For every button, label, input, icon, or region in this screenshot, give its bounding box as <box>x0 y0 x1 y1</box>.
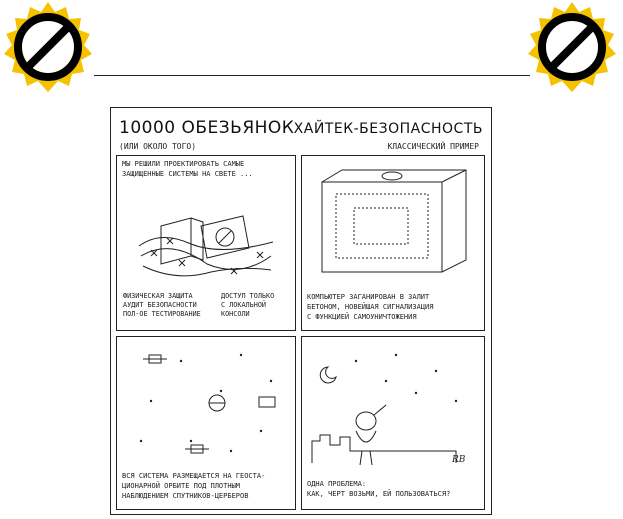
list-item: КОНСОЛИ <box>221 310 250 318</box>
panel-3: ВСЯ СИСТЕМА РАЗМЕЩАЕТСЯ НА ГЕОСТА- ЦИОНА… <box>116 336 296 510</box>
no-sign-icon <box>528 2 616 92</box>
person-looking-at-sky-illustration <box>311 353 458 466</box>
comic-subtitle: (ИЛИ ОКОЛО ТОГО) <box>119 142 197 151</box>
bullet-list-left: ФИЗИЧЕСКАЯ ЗАЩИТА АУДИТ БЕЗОПАСНОСТИ ПОЛ… <box>123 292 201 319</box>
no-sign-icon <box>4 2 92 92</box>
panel-caption: МЫ РЕШИЛИ ПРОЕКТИРОВАТЬ САМЫЕ ЗАЩИЩЕННЫЕ… <box>122 160 253 178</box>
server-with-barbed-wire-illustration <box>138 215 274 277</box>
panel-caption: КОМПЬЮТЕР ЗАГАНИРОВАН В ЗАЛИТ БЕТОНОМ, Н… <box>307 293 434 321</box>
list-item: ДОСТУП ТОЛЬКО <box>221 292 275 300</box>
panel-2: КОМПЬЮТЕР ЗАГАНИРОВАН В ЗАЛИТ БЕТОНОМ, Н… <box>301 155 485 331</box>
panel-caption: ОДНА ПРОБЛЕМА: КАК, ЧЕРТ ВОЗЬМИ, ЕЙ ПОЛЬ… <box>307 480 451 498</box>
panel-1: МЫ РЕШИЛИ ПРОЕКТИРОВАТЬ САМЫЕ ЗАЩИЩЕННЫЕ… <box>116 155 296 331</box>
comic-strip: 10000 ОБЕЗЬЯНОК ХАЙТЕК-БЕЗОПАСНОСТЬ (ИЛИ… <box>110 107 492 515</box>
list-item: ФИЗИЧЕСКАЯ ЗАЩИТА <box>123 292 193 300</box>
list-item: С ЛОКАЛЬНОЙ <box>221 301 267 309</box>
satellites-in-orbit-illustration <box>139 353 276 454</box>
comic-series-subtitle: КЛАССИЧЕСКИЙ ПРИМЕР <box>387 142 479 151</box>
comic-title: 10000 ОБЕЗЬЯНОК <box>119 118 295 138</box>
concrete-block-illustration <box>321 169 467 273</box>
bullet-list-right: ДОСТУП ТОЛЬКО С ЛОКАЛЬНОЙ КОНСОЛИ <box>221 292 274 319</box>
artist-signature: RB <box>452 455 466 465</box>
list-item: ПОЛ-ОЕ ТЕСТИРОВАНИЕ <box>123 310 201 318</box>
panel-caption: ВСЯ СИСТЕМА РАЗМЕЩАЕТСЯ НА ГЕОСТА- ЦИОНА… <box>122 472 266 500</box>
comic-series-title: ХАЙТЕК-БЕЗОПАСНОСТЬ <box>293 121 483 137</box>
panel-4: RB ОДНА ПРОБЛЕМА: КАК, ЧЕРТ ВОЗЬМИ, ЕЙ П… <box>301 336 485 510</box>
list-item: АУДИТ БЕЗОПАСНОСТИ <box>123 301 197 309</box>
divider-line <box>94 75 530 76</box>
